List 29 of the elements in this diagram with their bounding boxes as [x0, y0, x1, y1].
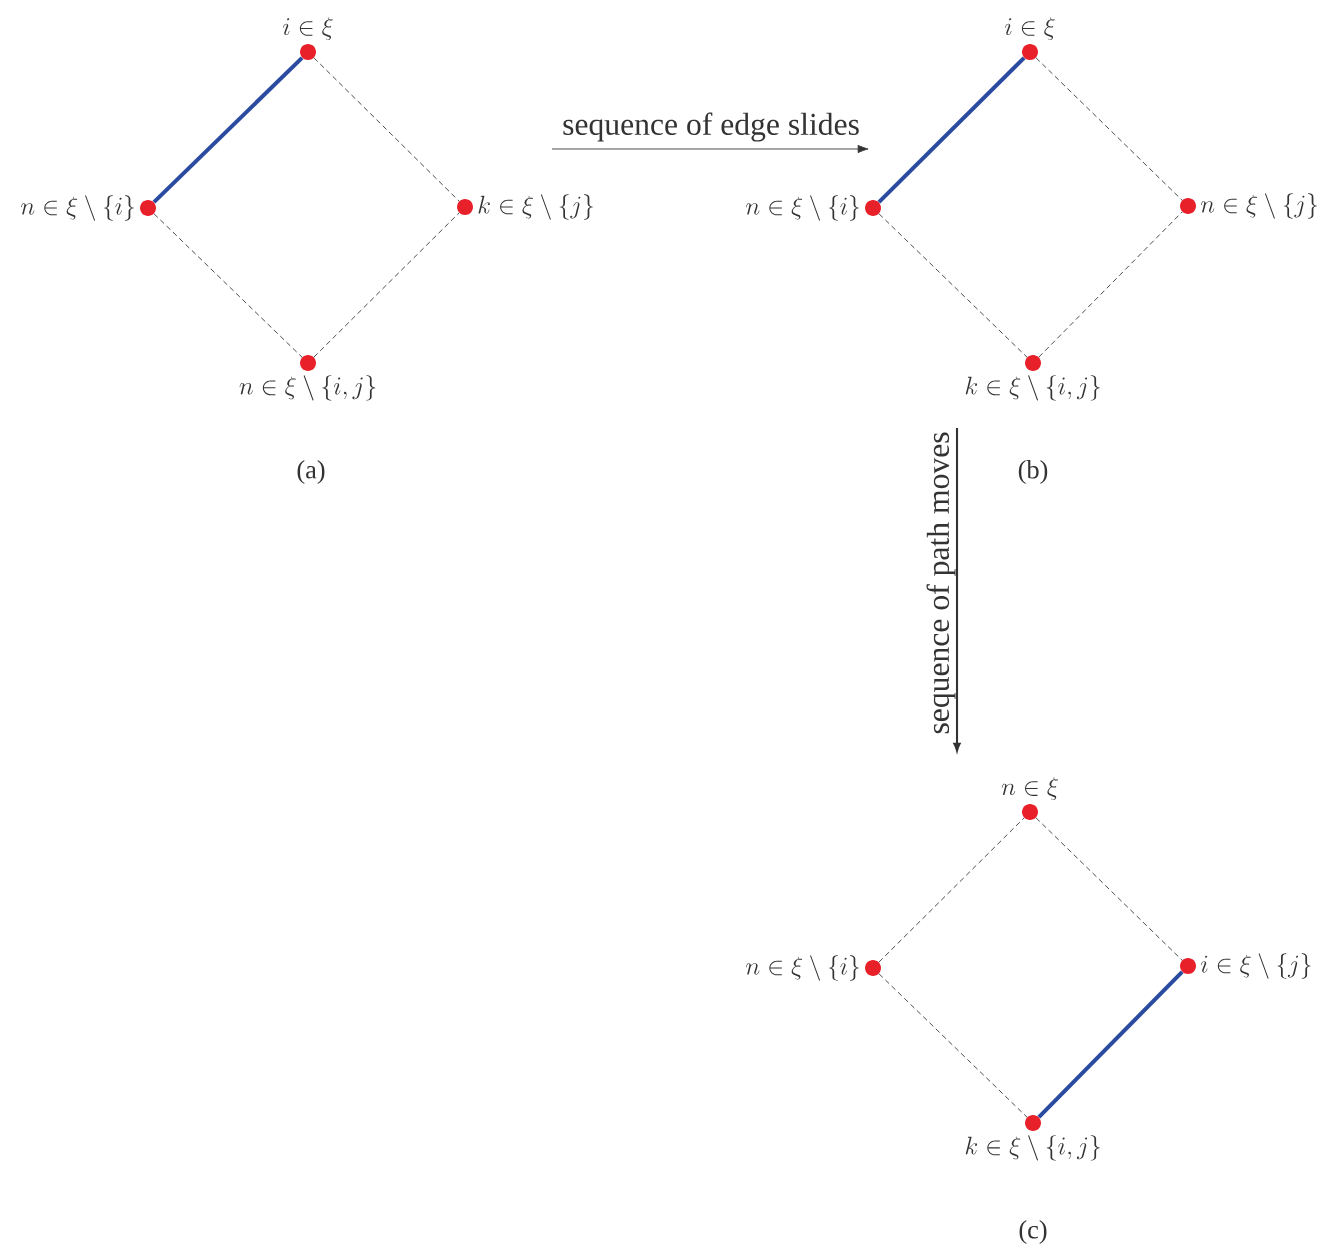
vertex-label: $n \in \xi \setminus \{j\}$	[1200, 193, 1318, 219]
vertex-label: $i \in \xi$	[1005, 17, 1055, 40]
vertex-label: $n \in \xi \setminus \{i\}$	[746, 195, 859, 221]
graph-edge	[878, 973, 1028, 1118]
graph-edge	[1035, 57, 1183, 201]
arrow-label: sequence of path moves	[926, 432, 956, 734]
vertex-label: $n \in \xi \setminus \{i\}$	[21, 195, 134, 221]
vertex-label: $k \in \xi \setminus \{i,j\}$	[965, 375, 1100, 401]
graph-edge	[1035, 817, 1183, 961]
panel-caption: (b)	[1018, 460, 1048, 484]
graph-edge	[1037, 970, 1184, 1119]
graph-edge	[152, 56, 304, 204]
vertex-label: $n \in \xi \setminus \{i,j\}$	[239, 375, 376, 401]
vertex-label: $k \in \xi \setminus \{i,j\}$	[965, 1135, 1100, 1161]
graph-edge	[153, 213, 303, 358]
graph-edge	[1038, 211, 1183, 358]
graph-edge	[313, 57, 460, 202]
vertex-label: $n \in \xi$	[1001, 777, 1058, 800]
vertex-label: $i \in \xi \setminus \{j\}$	[1200, 953, 1311, 979]
panel-caption: (a)	[297, 460, 325, 484]
graph-edge	[313, 212, 460, 358]
panel-caption: (c)	[1019, 1220, 1047, 1244]
vertex-label: $k \in \xi \setminus \{j\}$	[478, 194, 593, 220]
graph-edge	[878, 213, 1028, 358]
vertex-label: $i \in \xi$	[283, 17, 333, 40]
vertex-label: $n \in \xi \setminus \{i\}$	[746, 955, 859, 981]
graph-edge	[878, 817, 1025, 963]
arrow-label: sequence of edge slides	[563, 112, 859, 142]
graph-edge	[877, 56, 1026, 204]
